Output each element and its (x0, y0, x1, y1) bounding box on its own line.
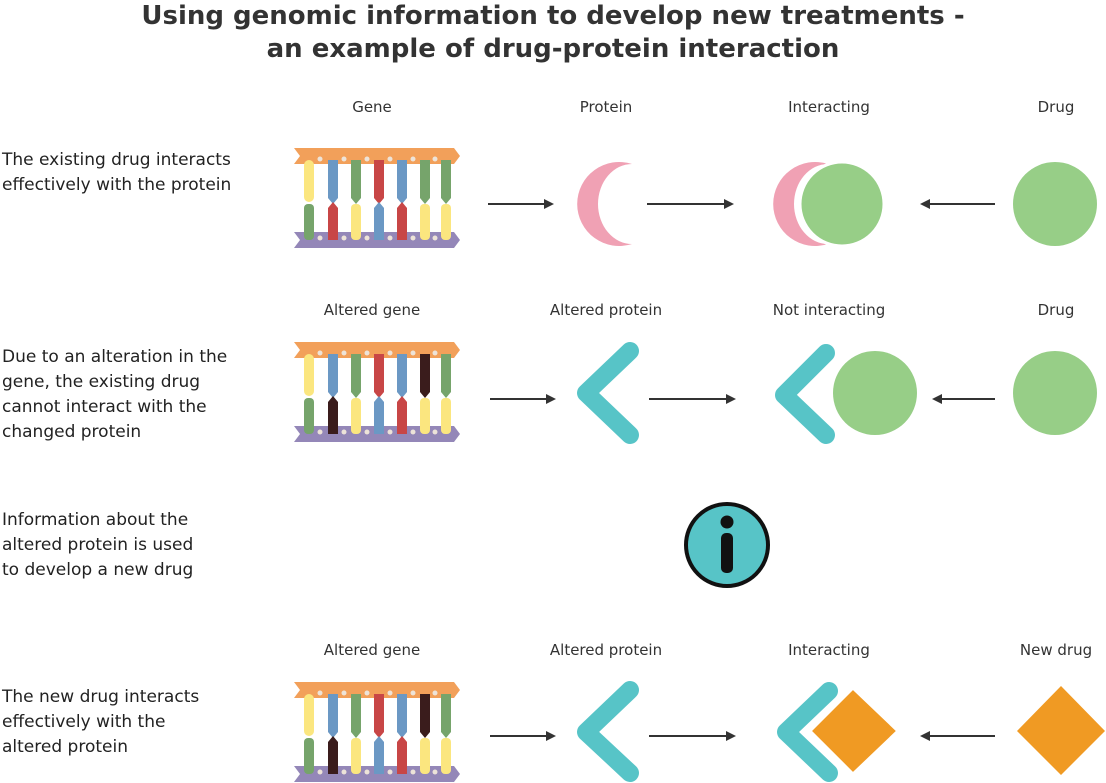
row-2-description: Due to an alteration in the gene, the ex… (2, 345, 262, 445)
row-4-description: The new drug interacts effectively with … (2, 685, 262, 760)
protein-shape (773, 162, 828, 247)
dna-icon (294, 342, 460, 442)
row-3-description-line: to develop a new drug (2, 560, 194, 580)
altered-protein-shape (577, 681, 639, 782)
new-drug-shape (807, 685, 901, 777)
label-interacting: Interacting (788, 641, 870, 659)
drug-shape (833, 351, 917, 435)
label-drug: Drug (1037, 98, 1075, 116)
row-3-description-line: altered protein is used (2, 535, 194, 555)
altered-protein-shape (775, 344, 835, 444)
diagram-title: Using genomic information to develop new… (0, 0, 1106, 66)
label-altered-gene: Altered gene (323, 641, 421, 659)
row-2-description-line: cannot interact with the (2, 397, 207, 417)
row-2-description-line: Due to an alteration in the (2, 347, 228, 367)
altered-protein-shape (577, 342, 639, 444)
label-not-interacting: Not interacting (772, 301, 886, 319)
label-drug: Drug (1037, 301, 1075, 319)
row-2-description-line: gene, the existing drug (2, 372, 201, 392)
row-3-description: Information about the altered protein is… (2, 508, 262, 583)
row-4-description-line: effectively with the (2, 712, 166, 732)
drug-shape (798, 160, 886, 248)
protein-shape (577, 162, 632, 247)
row-4-description-line: altered protein (2, 737, 128, 757)
dna-icon (294, 682, 460, 782)
row-1-description: The existing drug interacts effectively … (2, 148, 262, 198)
drug-shape (1013, 351, 1097, 435)
label-altered-protein: Altered protein (549, 641, 663, 659)
info-icon (684, 502, 770, 588)
row-3-description-line: Information about the (2, 510, 189, 530)
altered-protein-shape (777, 682, 838, 782)
drug-shape (1013, 162, 1097, 246)
label-interacting: Interacting (788, 98, 870, 116)
title-line-1: Using genomic information to develop new… (141, 1, 965, 31)
title-line-2: an example of drug-protein interaction (266, 34, 840, 64)
label-altered-gene: Altered gene (323, 301, 421, 319)
label-altered-protein: Altered protein (549, 301, 663, 319)
row-4-description-line: The new drug interacts (2, 687, 200, 707)
dna-icon (294, 148, 460, 248)
row-2-description-line: changed protein (2, 422, 142, 442)
label-protein: Protein (579, 98, 633, 116)
label-new-drug: New drug (1019, 641, 1093, 659)
row-1-description-line: The existing drug interacts (2, 150, 231, 170)
row-1-description-line: effectively with the protein (2, 175, 232, 195)
new-drug-shape (1017, 686, 1105, 775)
label-gene: Gene (352, 98, 392, 116)
